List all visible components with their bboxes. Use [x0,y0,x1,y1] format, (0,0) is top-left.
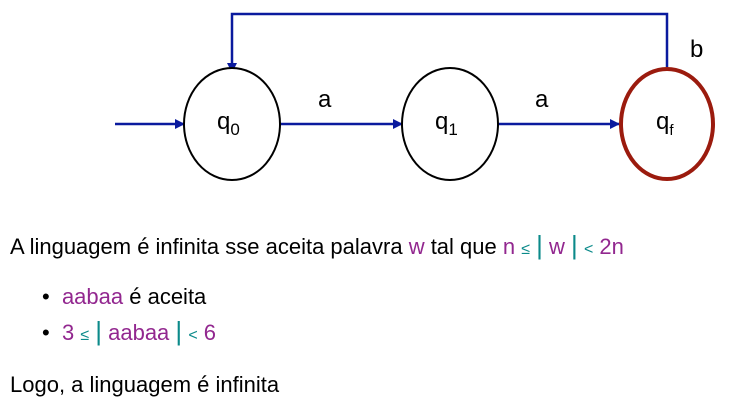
state-qf-label: qf [656,108,674,139]
edge-label-a1: a [318,86,332,113]
state-q0-label: q0 [217,108,240,139]
bullet-accepted: • aabaa é aceita [42,284,207,309]
state-q0 [183,67,281,181]
bullet-length: • 3 ≤ | aabaa | < 6 [42,316,217,346]
edge-label-b: b [690,36,704,63]
statement: A linguagem é infinita sse aceita palavr… [10,230,624,260]
edge-label-a2: a [535,86,549,113]
state-q1-label: q1 [435,108,458,139]
state-q1 [401,67,499,181]
conclusion: Logo, a linguagem é infinita [10,372,280,397]
edge-qf-q0 [227,12,669,73]
state-qf [619,67,715,181]
